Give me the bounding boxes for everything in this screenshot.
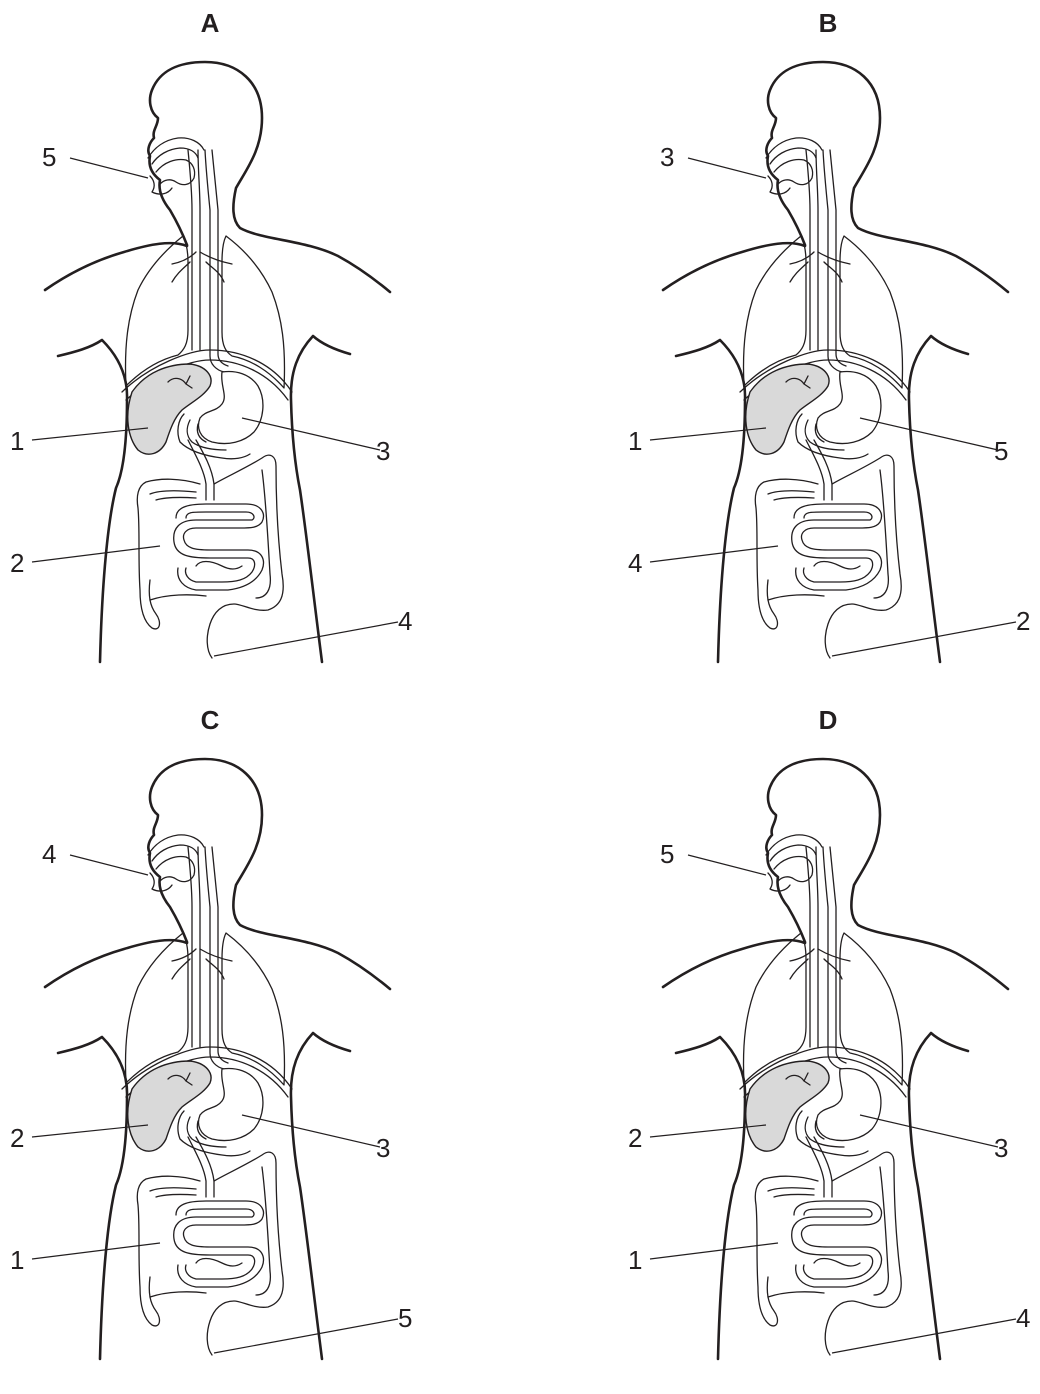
label-mouth: 5 — [660, 841, 674, 867]
digestive-system-figure — [618, 697, 1040, 1394]
label-intestine: 4 — [628, 550, 642, 576]
label-intestine: 2 — [10, 550, 24, 576]
diagram-panel-c: C 4 2 3 1 5 — [0, 697, 520, 1394]
label-rectum: 2 — [1016, 608, 1030, 634]
digestive-system-figure — [0, 697, 520, 1394]
label-stomach: 3 — [994, 1135, 1008, 1161]
diagram-panel-a: A 5 1 3 2 4 — [0, 0, 520, 697]
label-rectum: 4 — [398, 608, 412, 634]
label-intestine: 1 — [628, 1247, 642, 1273]
diagram-panel-d: D 5 2 3 1 4 — [618, 697, 1040, 1394]
label-stomach: 5 — [994, 438, 1008, 464]
label-intestine: 1 — [10, 1247, 24, 1273]
label-liver: 1 — [628, 428, 642, 454]
label-mouth: 5 — [42, 144, 56, 170]
label-rectum: 4 — [1016, 1305, 1030, 1331]
label-stomach: 3 — [376, 1135, 390, 1161]
label-mouth: 3 — [660, 144, 674, 170]
label-rectum: 5 — [398, 1305, 412, 1331]
digestive-system-figure — [0, 0, 520, 697]
label-mouth: 4 — [42, 841, 56, 867]
label-stomach: 3 — [376, 438, 390, 464]
digestive-system-figure — [618, 0, 1040, 697]
label-liver: 2 — [628, 1125, 642, 1151]
label-liver: 1 — [10, 428, 24, 454]
diagram-panel-b: B 3 1 5 4 2 — [618, 0, 1040, 697]
label-liver: 2 — [10, 1125, 24, 1151]
